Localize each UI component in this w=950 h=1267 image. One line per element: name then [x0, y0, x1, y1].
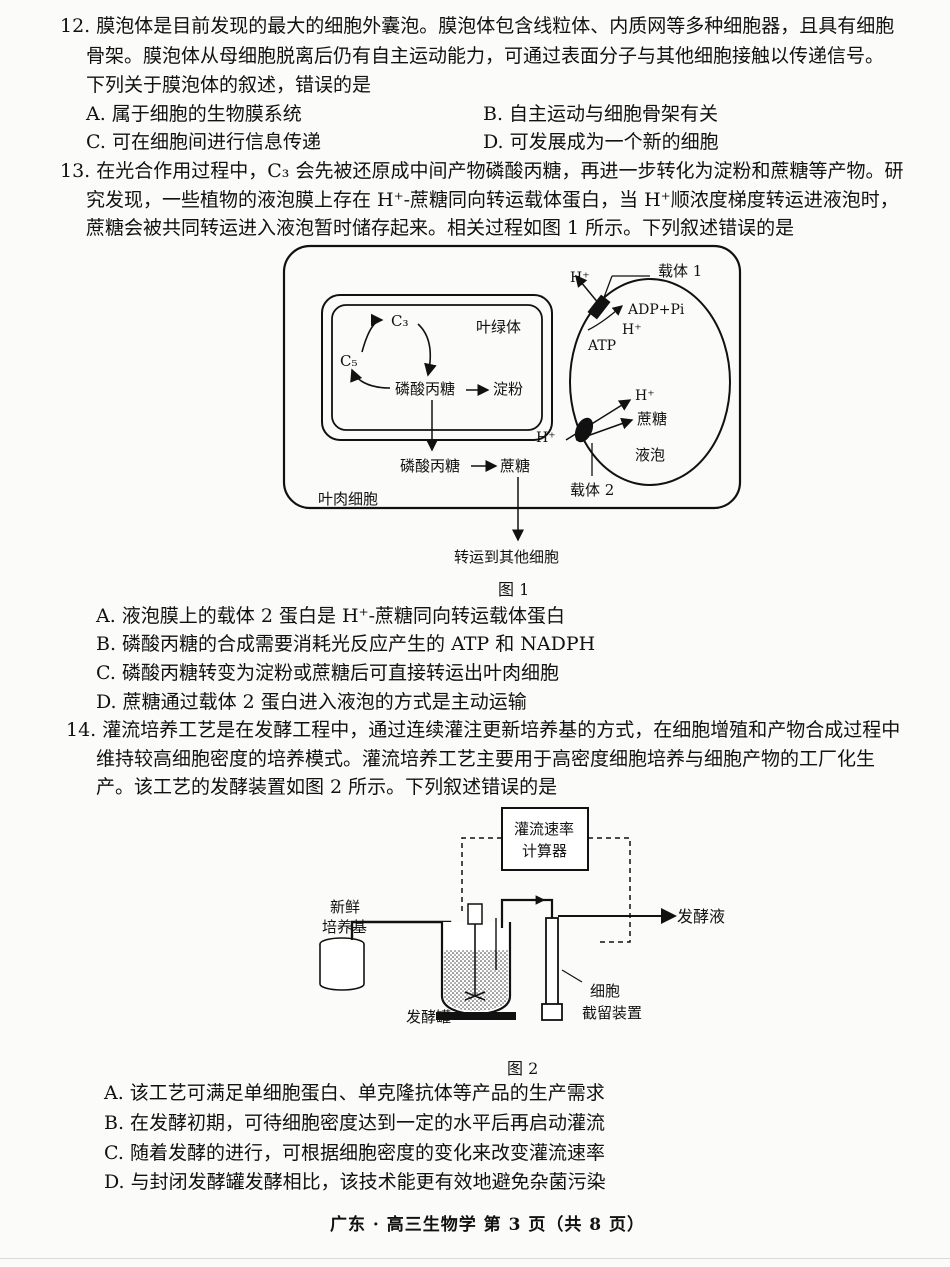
- cell-retention-base: [541, 1003, 563, 1021]
- h-into-vacuole-arrow: [565, 399, 632, 441]
- fermenter-motor: [467, 903, 483, 925]
- calculator-label-line-2: 计算器: [522, 842, 567, 860]
- bottom-edge: [0, 1258, 950, 1259]
- page-footer: 广东 · 高三生物学 第 3 页（共 8 页）: [330, 1215, 646, 1235]
- q13-option-c[interactable]: C. 磷酸丙糖转变为淀粉或蔗糖后可直接转运出叶肉细胞: [96, 662, 559, 684]
- control-line-from-retention: [588, 837, 631, 943]
- q14-option-b[interactable]: B. 在发酵初期，可待细胞密度达到一定的水平后再启动灌流: [104, 1112, 606, 1134]
- q12-option-d[interactable]: D. 可发展成为一个新的细胞: [483, 131, 719, 153]
- figure-1-diagram: C₃ C₅ 叶绿体 磷酸丙糖 淀粉 磷酸丙糖 蔗糖 叶肉细胞 液泡 H⁺ 载体 …: [282, 244, 742, 566]
- chloroplast-inner-membrane: [331, 304, 543, 431]
- h-plus-out-label: H⁺: [536, 430, 556, 446]
- control-line-to-fermenter: [461, 837, 502, 912]
- mesophyll-cell-outline: [282, 244, 742, 510]
- fermenter-base: [436, 1012, 516, 1020]
- q13-stem-line-2: 究发现，一些植物的液泡膜上存在 H⁺-蔗糖同向转运载体蛋白，当 H⁺顺浓度梯度转…: [86, 189, 899, 211]
- fermentation-broth-label: 发酵液: [677, 907, 725, 926]
- h-plus-in-label: H⁺: [635, 388, 655, 404]
- figure-2-caption: 图 2: [507, 1059, 539, 1078]
- perfusion-rate-calculator-box: [501, 807, 589, 871]
- fresh-medium-container: [319, 944, 365, 991]
- fresh-medium-label-line-2: 培养基: [322, 918, 367, 936]
- calculator-label-line-1: 灌流速率: [514, 820, 574, 838]
- carrier-1-pointer: [602, 275, 613, 301]
- tp-to-c5-arrow: [350, 368, 391, 389]
- cell-retention-column: [545, 917, 559, 1019]
- figure-1-caption: 图 1: [498, 580, 530, 599]
- starch-label: 淀粉: [493, 380, 523, 398]
- carrier-1-label: 载体 1: [658, 262, 702, 280]
- figure-2-diagram: 灌流速率 计算器 新鲜 培养基 发酵罐: [319, 807, 725, 1026]
- cell-retention-label-line-2: 截留装置: [582, 1004, 642, 1022]
- chloroplast-label: 叶绿体: [476, 318, 521, 336]
- q13-option-d[interactable]: D. 蔗糖通过载体 2 蛋白进入液泡的方式是主动运输: [96, 691, 527, 713]
- q14-stem-line-3: 产。该工艺的发酵装置如图 2 所示。下列叙述错误的是: [96, 776, 558, 798]
- adp-pi-label: ADP+Pi: [627, 302, 685, 318]
- c3-to-tp-arrow: [417, 323, 437, 377]
- q14-option-a[interactable]: A. 该工艺可满足单细胞蛋白、单克隆抗体等产品的生产需求: [104, 1082, 605, 1104]
- carrier-2-label: 载体 2: [570, 481, 614, 499]
- sucrose-into-vacuole-arrow: [575, 417, 634, 441]
- q14-stem-line-1: 14. 灌流培养工艺是在发酵工程中，通过连续灌注更新培养基的方式，在细胞增殖和产…: [66, 719, 901, 741]
- q12-stem-line-1: 12. 膜泡体是目前发现的最大的细胞外囊泡。膜泡体包含线粒体、内质网等多种细胞器…: [60, 15, 895, 37]
- mesophyll-cell-label: 叶肉细胞: [318, 490, 378, 508]
- q12-stem-line-3: 下列关于膜泡体的叙述，错误的是: [86, 74, 372, 96]
- triose-phosphate-inner-label: 磷酸丙糖: [395, 380, 455, 398]
- sucrose-outer-label: 蔗糖: [500, 457, 530, 475]
- h-plus-top-label: H⁺: [570, 270, 590, 286]
- q13-stem-line-3: 蔗糖会被共同转运进入液泡暂时储存起来。相关过程如图 1 所示。下列叙述错误的是: [86, 217, 795, 239]
- c3-label: C₃: [391, 312, 409, 330]
- q13-stem-line-1: 13. 在光合作用过程中，C₃ 会先被还原成中间产物磷酸丙糖，再进一步转化为淀粉…: [60, 160, 904, 182]
- agitator-impeller: [464, 991, 486, 1001]
- c5-label: C₅: [340, 352, 358, 370]
- h-plus-adp-label: H⁺: [622, 322, 642, 338]
- q12-option-a[interactable]: A. 属于细胞的生物膜系统: [86, 103, 302, 125]
- q14-option-c[interactable]: C. 随着发酵的进行，可根据细胞密度的变化来改变灌流速率: [104, 1142, 605, 1164]
- vacuole-membrane: [569, 278, 731, 486]
- q14-option-d[interactable]: D. 与封闭发酵罐发酵相比，该技术能更有效地避免杂菌污染: [104, 1171, 606, 1193]
- carrier-1-protein: [587, 294, 611, 320]
- cell-retention-label-line-1: 细胞: [590, 982, 620, 1000]
- h-pump-arrow: [575, 274, 605, 311]
- vacuole-label: 液泡: [635, 446, 665, 464]
- q12-option-c[interactable]: C. 可在细胞间进行信息传递: [86, 131, 321, 153]
- atp-hydrolysis-arrow: [587, 305, 623, 331]
- q12-stem-line-2: 骨架。膜泡体从母细胞脱离后仍有自主运动能力，可通过表面分子与其他细胞接触以传递信…: [86, 45, 885, 67]
- retention-pointer: [561, 969, 583, 983]
- sucrose-in-label: 蔗糖: [637, 410, 667, 428]
- q12-option-b[interactable]: B. 自主运动与细胞骨架有关: [483, 103, 719, 125]
- c5-to-c3-arrow: [361, 313, 384, 353]
- triose-phosphate-outer-label: 磷酸丙糖: [400, 457, 460, 475]
- atp-label: ATP: [587, 338, 616, 354]
- fresh-medium-label-line-1: 新鲜: [330, 898, 360, 916]
- fermenter-broth-fill: [444, 950, 508, 1011]
- q13-option-a[interactable]: A. 液泡膜上的载体 2 蛋白是 H⁺-蔗糖同向转运载体蛋白: [96, 605, 566, 627]
- fermenter-label: 发酵罐: [406, 1008, 451, 1026]
- transport-out-label: 转运到其他细胞: [454, 548, 559, 566]
- q14-stem-line-2: 维持较高细胞密度的培养模式。灌流培养工艺主要用于高密度细胞培养与细胞产物的工厂化…: [96, 748, 876, 770]
- q13-option-b[interactable]: B. 磷酸丙糖的合成需要消耗光反应产生的 ATP 和 NADPH: [96, 633, 596, 655]
